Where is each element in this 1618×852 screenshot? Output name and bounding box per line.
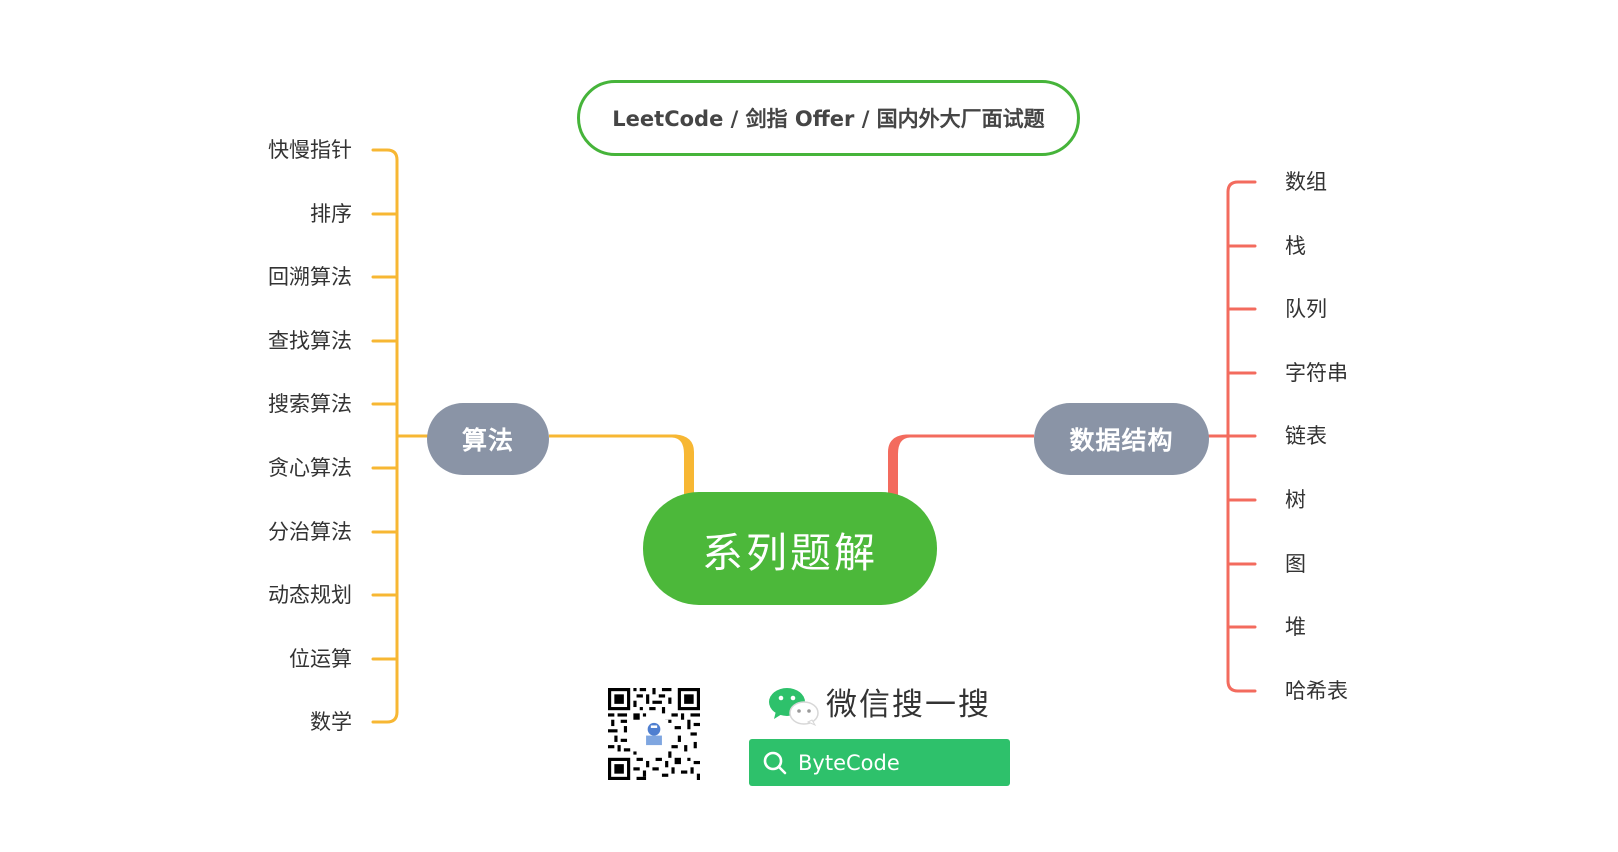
- leaf-data-structure[interactable]: 哈希表: [1285, 679, 1348, 703]
- leaf-data-structure[interactable]: 数组: [1285, 170, 1327, 194]
- algorithms-main-connector: [549, 434, 694, 495]
- leaf-algorithm[interactable]: 查找算法: [268, 329, 352, 353]
- center-topic-label: 系列题解: [702, 528, 878, 577]
- leaf-algorithm[interactable]: 分治算法: [268, 520, 352, 544]
- subtitle-text: LeetCode / 剑指 Offer / 国内外大厂面试题: [612, 107, 1045, 131]
- leaf-data-structure[interactable]: 字符串: [1285, 361, 1348, 385]
- leaf-algorithm[interactable]: 动态规划: [268, 583, 352, 607]
- leaf-algorithm[interactable]: 位运算: [289, 647, 352, 671]
- wechat-search-title: 微信搜一搜: [826, 687, 991, 723]
- search-icon: [763, 751, 787, 774]
- leaf-data-structure[interactable]: 图: [1285, 552, 1306, 576]
- leaf-data-structure[interactable]: 栈: [1285, 234, 1306, 258]
- branch-label-data-structures: 数据结构: [1069, 426, 1174, 455]
- wechat-search-box[interactable]: ByteCode: [749, 739, 1010, 786]
- leaf-data-structure[interactable]: 堆: [1285, 615, 1306, 639]
- leaf-algorithm[interactable]: 排序: [310, 202, 352, 226]
- data-structures-main-connector: [888, 434, 1034, 495]
- leaf-algorithm[interactable]: 回溯算法: [268, 265, 352, 289]
- leaf-algorithm[interactable]: 搜索算法: [268, 392, 352, 416]
- leaf-data-structure[interactable]: 树: [1285, 488, 1306, 512]
- branch-node-algorithms[interactable]: 算法: [427, 403, 549, 475]
- leaf-algorithm[interactable]: 数学: [310, 710, 352, 734]
- algorithm-leaf-connector: [371, 148, 399, 162]
- data-structure-leaf-connector: [1226, 180, 1257, 194]
- leaf-data-structure[interactable]: 链表: [1285, 424, 1327, 448]
- leaf-algorithm[interactable]: 快慢指针: [268, 138, 352, 162]
- branch-label-algorithms: 算法: [461, 426, 514, 455]
- subtitle-pill: LeetCode / 剑指 Offer / 国内外大厂面试题: [577, 80, 1080, 156]
- search-keyword: ByteCode: [798, 750, 900, 775]
- data-structure-leaf-connector: [1226, 679, 1257, 693]
- qr-code: [608, 688, 700, 780]
- leaf-data-structure[interactable]: 队列: [1285, 297, 1327, 321]
- center-topic-node[interactable]: 系列题解: [643, 492, 937, 605]
- algorithm-leaf-connector: [371, 710, 399, 724]
- leaf-algorithm[interactable]: 贪心算法: [268, 456, 352, 480]
- wechat-icon: [769, 688, 819, 726]
- branch-node-data-structures[interactable]: 数据结构: [1034, 403, 1209, 475]
